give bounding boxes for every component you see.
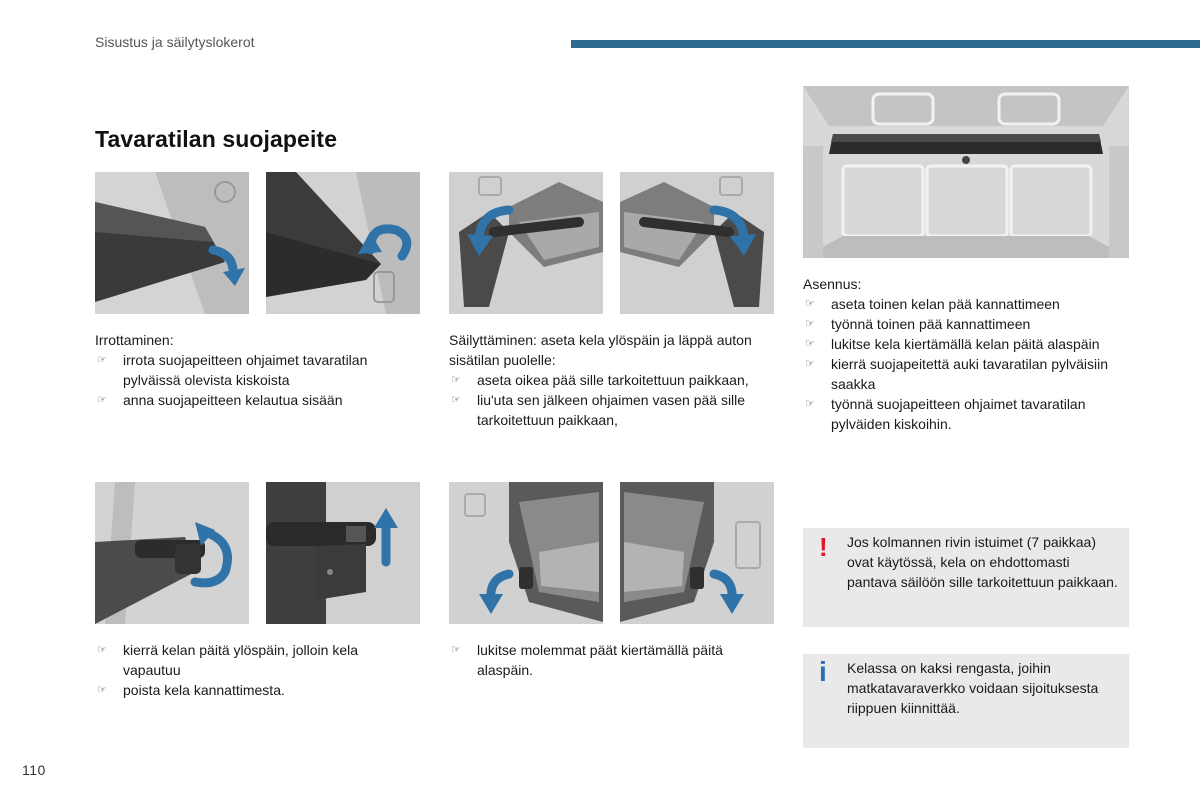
hand-pointer-icon: ☞ — [805, 298, 815, 310]
header-accent-bar — [571, 40, 1200, 48]
list-item: ☞irrota suojapeitteen ohjaimet tavaratil… — [97, 352, 368, 388]
photo-storage-1 — [449, 172, 603, 314]
photo-storage-1-art — [449, 172, 603, 314]
installation-instructions: Asennus: ☞aseta toinen kelan pää kannatt… — [803, 274, 1133, 434]
lock-list: ☞lukitse molemmat päät kiertämällä päitä… — [449, 640, 779, 680]
hand-pointer-icon: ☞ — [451, 394, 461, 406]
photo-removal-guide-1-art — [95, 172, 249, 314]
photo-lock-roller-1-art — [449, 482, 603, 624]
photo-lock-roller-2 — [620, 482, 774, 624]
page-heading: Tavaratilan suojapeite — [95, 126, 338, 152]
list-item: ☞anna suojapeitteen kelautua sisään — [97, 392, 343, 408]
removal-intro: Irrottaminen: — [95, 332, 174, 348]
list-item: ☞työnnä suojapeitteen ohjaimet tavaratil… — [805, 396, 1086, 432]
hand-pointer-icon: ☞ — [97, 644, 107, 656]
warning-icon: ! — [819, 532, 828, 562]
installation-list: ☞aseta toinen kelan pää kannattimeen ☞ty… — [803, 294, 1133, 434]
photo-installed-cover — [803, 86, 1129, 258]
info-text: Kelassa on kaksi rengasta, joihin matkat… — [847, 660, 1099, 716]
list-item: ☞lukitse kela kiertämällä kelan päitä al… — [805, 336, 1100, 352]
page-number: 110 — [22, 762, 46, 778]
storage-intro: Säilyttäminen: aseta kela ylöspäin ja lä… — [449, 332, 752, 368]
hand-pointer-icon: ☞ — [451, 374, 461, 386]
hand-pointer-icon: ☞ — [97, 394, 107, 406]
photo-release-roller-2-art — [266, 482, 420, 624]
release-list: ☞kierrä kelan päitä ylöspäin, jolloin ke… — [95, 640, 415, 700]
section-title: Sisustus ja säilytyslokerot — [95, 34, 255, 50]
photo-lock-roller-2-art — [620, 482, 774, 624]
list-item: ☞aseta toinen kelan pää kannattimeen — [805, 296, 1060, 312]
info-icon: i — [819, 656, 827, 687]
installation-intro: Asennus: — [803, 276, 862, 292]
list-item: ☞kierrä suojapeitettä auki tavaratilan p… — [805, 356, 1109, 392]
photo-storage-2 — [620, 172, 774, 314]
photo-release-roller-2 — [266, 482, 420, 624]
hand-pointer-icon: ☞ — [97, 354, 107, 366]
photo-release-roller-1-art — [95, 482, 249, 624]
removal-instructions: Irrottaminen: ☞irrota suojapeitteen ohja… — [95, 330, 415, 410]
photo-removal-guide-2 — [266, 172, 420, 314]
storage-list: ☞aseta oikea pää sille tarkoitettuun pai… — [449, 370, 779, 430]
hand-pointer-icon: ☞ — [805, 398, 815, 410]
lock-instructions: ☞lukitse molemmat päät kiertämällä päitä… — [449, 640, 779, 680]
photo-installed-cover-art — [803, 86, 1129, 258]
hand-pointer-icon: ☞ — [97, 684, 107, 696]
warning-notice: ! Jos kolmannen rivin istuimet (7 paikka… — [803, 528, 1129, 627]
photo-removal-guide-1 — [95, 172, 249, 314]
hand-pointer-icon: ☞ — [805, 358, 815, 370]
warning-text: Jos kolmannen rivin istuimet (7 paikkaa)… — [847, 534, 1118, 590]
list-item: ☞poista kela kannattimesta. — [97, 682, 285, 698]
hand-pointer-icon: ☞ — [451, 644, 461, 656]
hand-pointer-icon: ☞ — [805, 338, 815, 350]
list-item: ☞liu'uta sen jälkeen ohjaimen vasen pää … — [451, 392, 746, 428]
photo-storage-2-art — [620, 172, 774, 314]
list-item: ☞työnnä toinen pää kannattimeen — [805, 316, 1031, 332]
list-item: ☞aseta oikea pää sille tarkoitettuun pai… — [451, 372, 749, 388]
storage-instructions: Säilyttäminen: aseta kela ylöspäin ja lä… — [449, 330, 779, 430]
release-instructions: ☞kierrä kelan päitä ylöspäin, jolloin ke… — [95, 640, 415, 700]
photo-removal-guide-2-art — [266, 172, 420, 314]
info-notice: i Kelassa on kaksi rengasta, joihin matk… — [803, 654, 1129, 748]
list-item: ☞kierrä kelan päitä ylöspäin, jolloin ke… — [97, 642, 359, 678]
removal-list: ☞irrota suojapeitteen ohjaimet tavaratil… — [95, 350, 415, 410]
photo-release-roller-1 — [95, 482, 249, 624]
list-item: ☞lukitse molemmat päät kiertämällä päitä… — [451, 642, 723, 678]
photo-lock-roller-1 — [449, 482, 603, 624]
hand-pointer-icon: ☞ — [805, 318, 815, 330]
